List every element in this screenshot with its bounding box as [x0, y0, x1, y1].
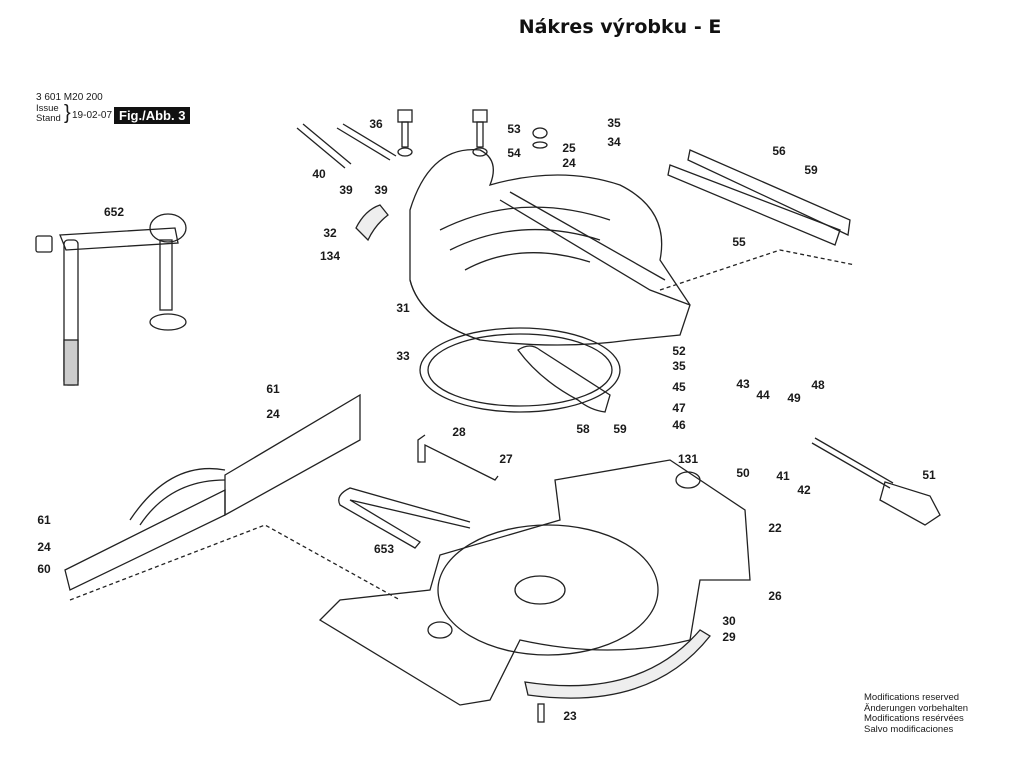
part-label: 55 [732, 235, 746, 249]
bevel-scale [355, 204, 389, 242]
part-label: 134 [319, 249, 341, 263]
part-label: 31 [396, 301, 410, 315]
part-label: 53 [507, 122, 521, 136]
part-label: 49 [787, 391, 801, 405]
brace-symbol: } [64, 102, 71, 124]
assembly-guide-line [69, 524, 401, 601]
part-label: 60 [37, 562, 51, 576]
wrench-bar [338, 487, 471, 549]
part-label: 36 [369, 117, 383, 131]
part-label: 41 [776, 469, 790, 483]
figure-label: Fig./Abb. 3 [114, 107, 191, 124]
part-label: 40 [312, 167, 326, 181]
issue-labels: Issue Stand [36, 104, 61, 124]
part-label: 653 [373, 542, 395, 556]
part-label: 47 [672, 401, 686, 415]
part-label: 39 [339, 183, 353, 197]
part-label: 24 [266, 407, 280, 421]
ring-gasket [419, 327, 621, 413]
bolt-23 [537, 703, 545, 723]
part-label: 61 [266, 382, 280, 396]
part-label: 27 [499, 452, 513, 466]
part-label: 24 [562, 156, 576, 170]
modifications-notice: Modifications reserved Änderungen vorbeh… [864, 692, 969, 735]
part-label: 42 [797, 483, 811, 497]
hex-key [417, 434, 499, 481]
clamp-assembly [35, 213, 187, 386]
part-label: 61 [37, 513, 51, 527]
part-label: 58 [576, 422, 590, 436]
part-label: 39 [374, 183, 388, 197]
part-label: 54 [507, 146, 521, 160]
part-label: 25 [562, 141, 576, 155]
modifications-line: Modifications resérvées [864, 713, 964, 724]
part-label: 22 [768, 521, 782, 535]
part-label: 30 [722, 614, 736, 628]
part-label: 28 [452, 425, 466, 439]
part-label: 52 [672, 344, 686, 358]
part-label: 34 [607, 135, 621, 149]
assembly-guide-line-2 [659, 249, 856, 291]
part-label: 59 [613, 422, 627, 436]
part-label: 35 [607, 116, 621, 130]
issue-date: 19-02-07 [72, 110, 113, 121]
part-label: 33 [396, 349, 410, 363]
part-label: 652 [103, 205, 125, 219]
modifications-line: Änderungen vorbehalten [864, 702, 969, 714]
ring-gasket-inner [427, 333, 613, 407]
issue-label-de: Stand [36, 113, 61, 124]
page-title: Nákres výrobku - E [518, 16, 722, 38]
issue-label-en: Issue [36, 103, 59, 114]
miter-scale [524, 629, 711, 699]
part-label: 50 [736, 466, 750, 480]
part-label: 56 [772, 144, 786, 158]
part-label: 46 [672, 418, 686, 432]
part-label: 24 [37, 540, 51, 554]
part-label: 23 [563, 709, 577, 723]
modifications-line: Modifications reserved [864, 692, 960, 703]
fence [64, 393, 361, 591]
base [318, 459, 751, 706]
part-label: 48 [811, 378, 825, 392]
upper-turntable [409, 149, 691, 346]
slide-rails [667, 149, 851, 246]
modifications-line: Salvo modificaciones [864, 723, 954, 735]
part-label: 59 [804, 163, 818, 177]
part-label: 131 [677, 452, 699, 466]
lock-handle [811, 437, 941, 526]
part-label: 45 [672, 380, 686, 394]
part-label: 35 [672, 359, 686, 373]
part-label: 26 [768, 589, 782, 603]
document-number: 3 601 M20 200 [36, 92, 103, 103]
part-label: 44 [756, 388, 770, 402]
blade-guide [517, 345, 611, 413]
part-label: 29 [722, 630, 736, 644]
part-label: 51 [922, 468, 936, 482]
studs [296, 109, 548, 169]
part-label: 43 [736, 377, 750, 391]
part-label: 32 [323, 226, 337, 240]
